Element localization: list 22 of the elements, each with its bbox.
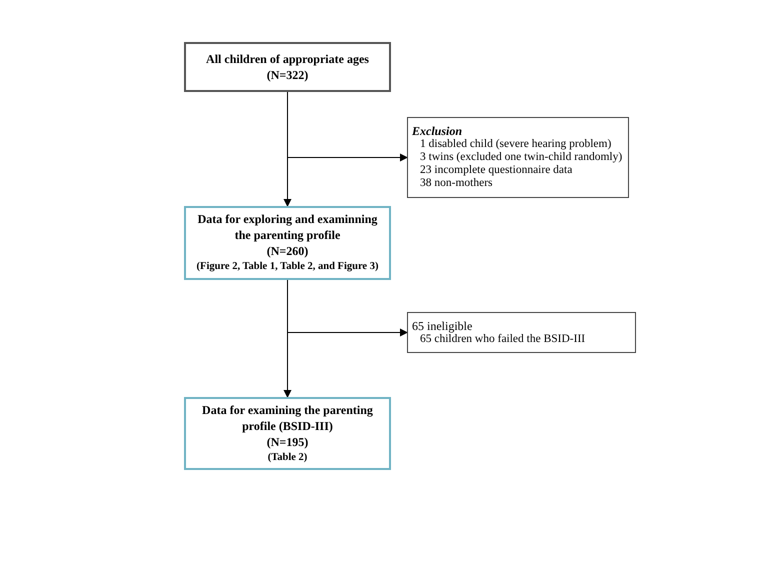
note-item: 65 children who failed the BSID-III	[419, 332, 586, 346]
note-item: 38 non-mothers	[419, 177, 494, 190]
note-item: 1 disabled child (severe hearing problem)	[419, 138, 612, 151]
note-item: 3 twins (excluded one twin-child randomly)	[419, 151, 624, 164]
process-box	[184, 42, 391, 92]
process-box	[184, 206, 391, 280]
box-text: (N=195)	[266, 434, 308, 450]
note-box	[407, 117, 629, 198]
note-heading: 65 ineligible	[412, 320, 474, 332]
process-box	[184, 397, 391, 470]
box-text: (N=322)	[266, 67, 308, 83]
box-title: All children of appropriate ages	[206, 51, 369, 67]
arrow	[287, 92, 408, 162]
exclusion-heading: Exclusion	[412, 125, 464, 138]
box-text: (N=260)	[266, 243, 308, 259]
box-title: Data for exploring and examinning the parenting profile	[196, 211, 378, 243]
note-box	[407, 312, 636, 353]
box-text: (Figure 2, Table 1, Table 2, and Figure 3)	[196, 260, 378, 274]
arrow	[287, 280, 408, 336]
box-text: (Table 2)	[268, 450, 308, 464]
note-item: 23 incomplete questionnaire data	[419, 164, 574, 177]
box-title: Data for examining the parenting profile (BSID-III)	[201, 402, 374, 434]
